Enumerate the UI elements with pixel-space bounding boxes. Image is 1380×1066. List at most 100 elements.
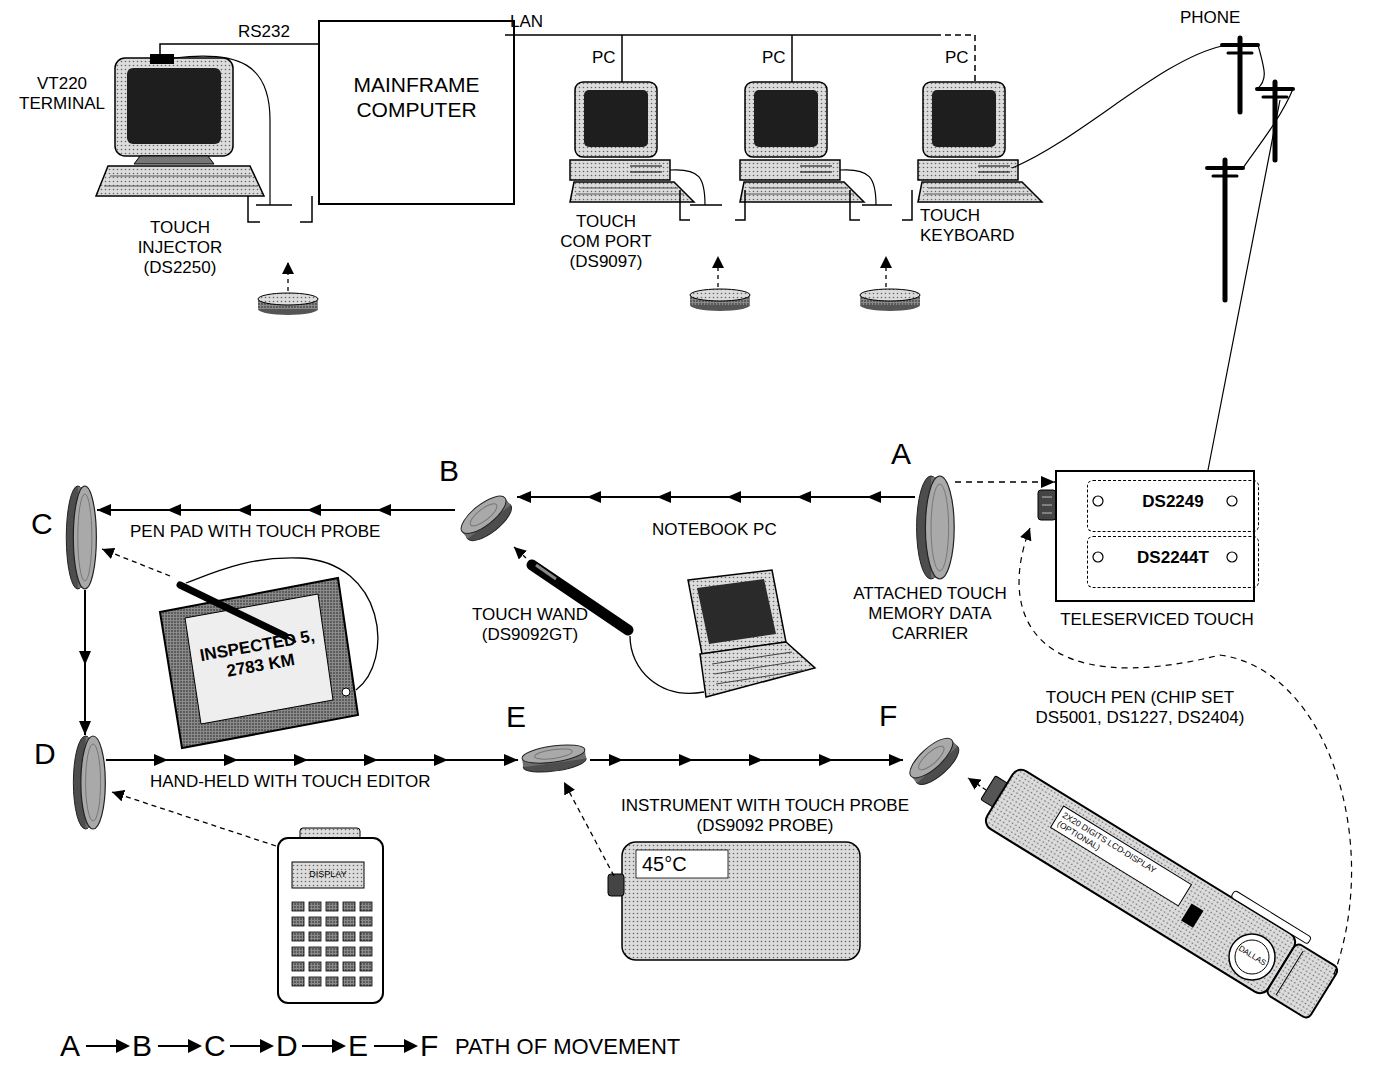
button-outline	[65, 485, 97, 590]
vt220-terminal	[134, 156, 214, 164]
hand-held-terminal	[360, 947, 372, 956]
chip-plate: DS2244T	[1087, 536, 1259, 588]
button-letter: F	[879, 699, 897, 733]
hand-held-terminal	[309, 902, 321, 911]
pen-pad	[185, 594, 333, 724]
lan-line	[935, 35, 975, 82]
legend-text: PATH OF MOVEMENT	[455, 1034, 680, 1060]
device-label: ATTACHED TOUCH MEMORY DATA CARRIER	[850, 584, 1010, 644]
screen-text: INSPECTED 5, 2783 KM	[193, 625, 324, 686]
probe-cable	[174, 56, 270, 205]
path-arrow	[332, 1039, 346, 1053]
display-text: 2X20 DIGITS LCD-DISPLAY (OPTIONAL)	[1056, 810, 1187, 901]
arrowhead	[377, 504, 391, 516]
path-arrow	[374, 1045, 408, 1047]
touch-memory-button	[690, 289, 750, 311]
touch-memory-button: C	[65, 485, 97, 590]
seal-text: DALLAS	[1231, 940, 1274, 972]
telephone-pole	[1228, 52, 1252, 55]
dashed-arrow	[514, 547, 526, 558]
arrowhead	[609, 754, 623, 766]
display-text: DISPLAY	[292, 869, 364, 880]
button-outline	[904, 732, 964, 791]
notebook-pc	[630, 636, 704, 693]
instrument	[608, 874, 624, 896]
arrowhead	[819, 754, 833, 766]
phone-wire	[1012, 46, 1222, 168]
pen-pad	[160, 578, 358, 748]
vt220-terminal	[127, 68, 221, 144]
touch-memory-button: D	[72, 735, 106, 830]
vt220-terminal	[115, 58, 233, 156]
mounting-hole	[1227, 552, 1237, 562]
path-arrow	[230, 1045, 264, 1047]
telephone-pole	[1238, 38, 1243, 112]
button-letter: B	[439, 454, 459, 488]
button-outline	[931, 484, 949, 571]
instrument	[608, 842, 860, 960]
touch-pen	[1276, 951, 1303, 995]
instrument	[622, 842, 860, 960]
path-letter: C	[204, 1029, 226, 1063]
button-letter: A	[891, 437, 911, 471]
arrowhead	[1041, 476, 1055, 488]
connector-line	[517, 496, 915, 498]
touch-memory-button: F	[903, 735, 965, 787]
phone-wire	[1208, 45, 1293, 470]
touch-wand	[536, 565, 556, 579]
arrowhead	[504, 754, 518, 766]
telephone-pole	[1223, 160, 1228, 300]
path-letter: D	[276, 1029, 298, 1063]
mounting-hole	[1093, 496, 1103, 506]
connector-line	[97, 509, 455, 511]
device-label: PC	[945, 48, 969, 68]
touch-memory-button	[258, 293, 318, 305]
dashed-connector	[955, 476, 1055, 488]
probe-cable	[840, 170, 876, 205]
notebook-pc	[630, 570, 815, 697]
button-outline	[521, 742, 587, 776]
touch-memory-button: E	[518, 738, 590, 778]
dashed-arrow	[968, 778, 986, 790]
arrowhead	[224, 754, 238, 766]
touch-pen	[1181, 903, 1203, 927]
button-outline	[915, 475, 955, 580]
mainframe-box: MAINFRAME COMPUTER	[318, 20, 515, 205]
arrowhead	[154, 754, 168, 766]
touch-memory-button	[690, 289, 750, 301]
path-arrow	[590, 754, 903, 766]
hand-held-terminal	[309, 917, 321, 926]
path-arrow	[86, 1045, 120, 1047]
box-label: MAINFRAME COMPUTER	[320, 22, 513, 122]
hand-held-terminal	[360, 932, 372, 941]
certification-seal	[1229, 934, 1275, 980]
probe-connector	[1038, 490, 1056, 520]
button-outline	[72, 735, 106, 830]
hand-held-terminal	[309, 977, 321, 986]
path-arrow	[97, 504, 455, 516]
box-label: DS2249	[1088, 481, 1258, 523]
notebook-pc	[716, 670, 806, 684]
path-arrow	[302, 1045, 336, 1047]
connector-line	[590, 759, 903, 761]
path-arrow	[260, 1039, 274, 1053]
arrowhead	[79, 651, 91, 665]
box-heading: TELESERVICED TOUCH	[1037, 610, 1277, 630]
path-letter: E	[348, 1029, 368, 1063]
vt220-terminal	[110, 176, 252, 177]
path-arrow	[517, 491, 915, 503]
dashed-arrow	[1019, 528, 1352, 985]
notebook-pc	[697, 579, 776, 644]
telephone-pole	[1273, 82, 1278, 160]
signal-label: RS232	[238, 22, 290, 42]
arrowhead	[434, 754, 448, 766]
button-outline	[534, 747, 573, 761]
hand-held-terminal	[309, 932, 321, 941]
path-letter: A	[60, 1029, 80, 1063]
touch-pen	[982, 766, 1299, 997]
hand-held-terminal	[343, 917, 355, 926]
hand-held-terminal	[360, 917, 372, 926]
notebook-pc	[688, 570, 786, 654]
instrument	[636, 850, 728, 878]
telephone-pole	[1222, 43, 1258, 47]
